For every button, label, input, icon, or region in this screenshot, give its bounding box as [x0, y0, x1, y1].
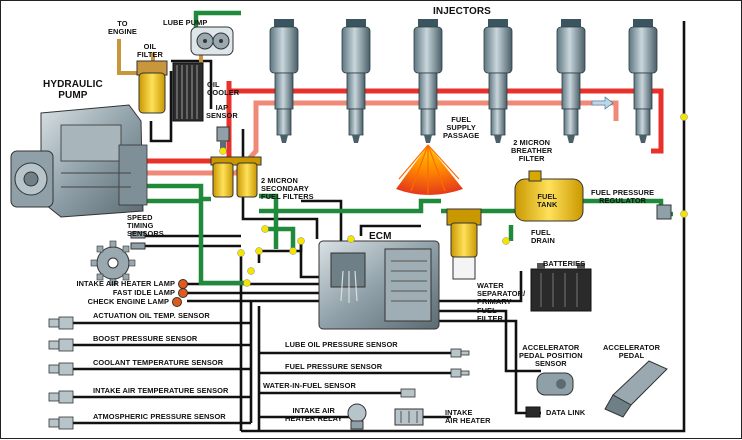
fuel-drain-label: FUEL DRAIN — [531, 228, 555, 246]
fuel-pressure-regulator — [656, 204, 672, 220]
speed-timing-gear — [90, 231, 146, 286]
batteries-label: BATTERIES — [543, 259, 586, 268]
lube-pump-label: LUBE PUMP — [163, 18, 208, 27]
intake-air-heater-lamp-icon — [178, 279, 188, 289]
injector-2 — [341, 19, 371, 143]
accelerator-pedal-position-sensor-label: ACCELERATOR PEDAL POSITION SENSOR — [519, 343, 583, 369]
left-sensors — [48, 316, 74, 430]
intake-air-heater — [394, 408, 424, 426]
hydraulic-pump-label: HYDRAULIC PUMP — [43, 79, 103, 101]
flow-arrow-icon — [591, 96, 614, 110]
lube-pump — [190, 26, 234, 56]
ecm-module — [318, 240, 440, 330]
connection-dots — [219, 113, 688, 287]
intake-air-heater-relay — [347, 403, 367, 430]
fuel-pressure-sensor-label: FUEL PRESSURE SENSOR — [285, 362, 383, 371]
water-separator-label: WATER SEPARATOR/ PRIMARY FUEL FILTER — [477, 281, 526, 323]
intake-air-heater-relay-label: INTAKE AIR HEATER RELAY — [285, 406, 343, 424]
water-in-fuel-sensor-label: WATER-IN-FUEL SENSOR — [263, 381, 356, 390]
oil-cooler — [172, 62, 204, 122]
speed-timing-sensors-label: SPEED TIMING SENSORS — [127, 213, 164, 239]
accelerator-pedal-label: ACCELERATOR PEDAL — [603, 343, 661, 361]
injector-3 — [413, 19, 443, 143]
actuation-oil-temp-sensor-label: ACTUATION OIL TEMP. SENSOR — [93, 311, 210, 320]
fuel-spray-icon — [396, 145, 463, 195]
to-engine-label: TO ENGINE — [108, 19, 137, 37]
right-sensors — [400, 348, 470, 398]
injector-5 — [556, 19, 586, 143]
fast-idle-lamp-label: FAST IDLE LAMP — [112, 288, 175, 297]
secondary-fuel-filters-label: 2 MICRON SECONDARY FUEL FILTERS — [261, 176, 314, 202]
accelerator-pedal-position-sensor — [536, 372, 574, 396]
data-link-connector — [525, 406, 541, 418]
breather-filter-label: 2 MICRON BREATHER FILTER — [511, 138, 553, 164]
batteries — [530, 263, 592, 312]
injector-4 — [483, 19, 513, 143]
injector-1 — [269, 19, 299, 143]
fast-idle-lamp-icon — [178, 288, 188, 298]
oil-filter — [136, 60, 168, 114]
fuel-tank-label: FUEL TANK — [537, 192, 558, 210]
intake-air-temperature-sensor-label: INTAKE AIR TEMPERATURE SENSOR — [93, 386, 229, 395]
coolant-temperature-sensor-label: COOLANT TEMPERATURE SENSOR — [93, 358, 224, 367]
check-engine-lamp-label: CHECK ENGINE LAMP — [87, 297, 169, 306]
data-link-label: DATA LINK — [546, 408, 586, 417]
ecm-label: ECM — [369, 231, 392, 242]
spray-streaks — [398, 144, 460, 195]
water-separator — [446, 208, 482, 280]
fuel-supply-passage-label: FUEL SUPPLY PASSAGE — [443, 115, 480, 141]
intake-air-heater-label: INTAKE AIR HEATER — [445, 408, 491, 426]
lube-oil-pressure-sensor-label: LUBE OIL PRESSURE SENSOR — [285, 340, 398, 349]
oil-filter-label: OIL FILTER — [137, 42, 163, 60]
fuel-tank — [514, 170, 584, 222]
secondary-fuel-filters — [210, 156, 262, 198]
iap-sensor-label: IAP SENSOR — [206, 103, 238, 121]
accelerator-pedal — [604, 360, 668, 418]
check-engine-lamp-icon — [172, 297, 182, 307]
iap-sensor — [216, 126, 230, 151]
boost-pressure-sensor-label: BOOST PRESSURE SENSOR — [93, 334, 198, 343]
intake-air-heater-lamp-label: INTAKE AIR HEATER LAMP — [76, 279, 175, 288]
fuel-pressure-regulator-label: FUEL PRESSURE REGULATOR — [591, 188, 655, 206]
hydraulic-pump — [10, 104, 148, 218]
fuel-supply-lines — [141, 10, 673, 286]
injector-6 — [628, 19, 658, 143]
injectors-label: INJECTORS — [433, 6, 491, 17]
oil-cooler-label: OIL COOLER — [207, 80, 240, 98]
injectors-group — [269, 19, 658, 143]
atmospheric-pressure-sensor-label: ATMOSPHERIC PRESSURE SENSOR — [93, 412, 226, 421]
